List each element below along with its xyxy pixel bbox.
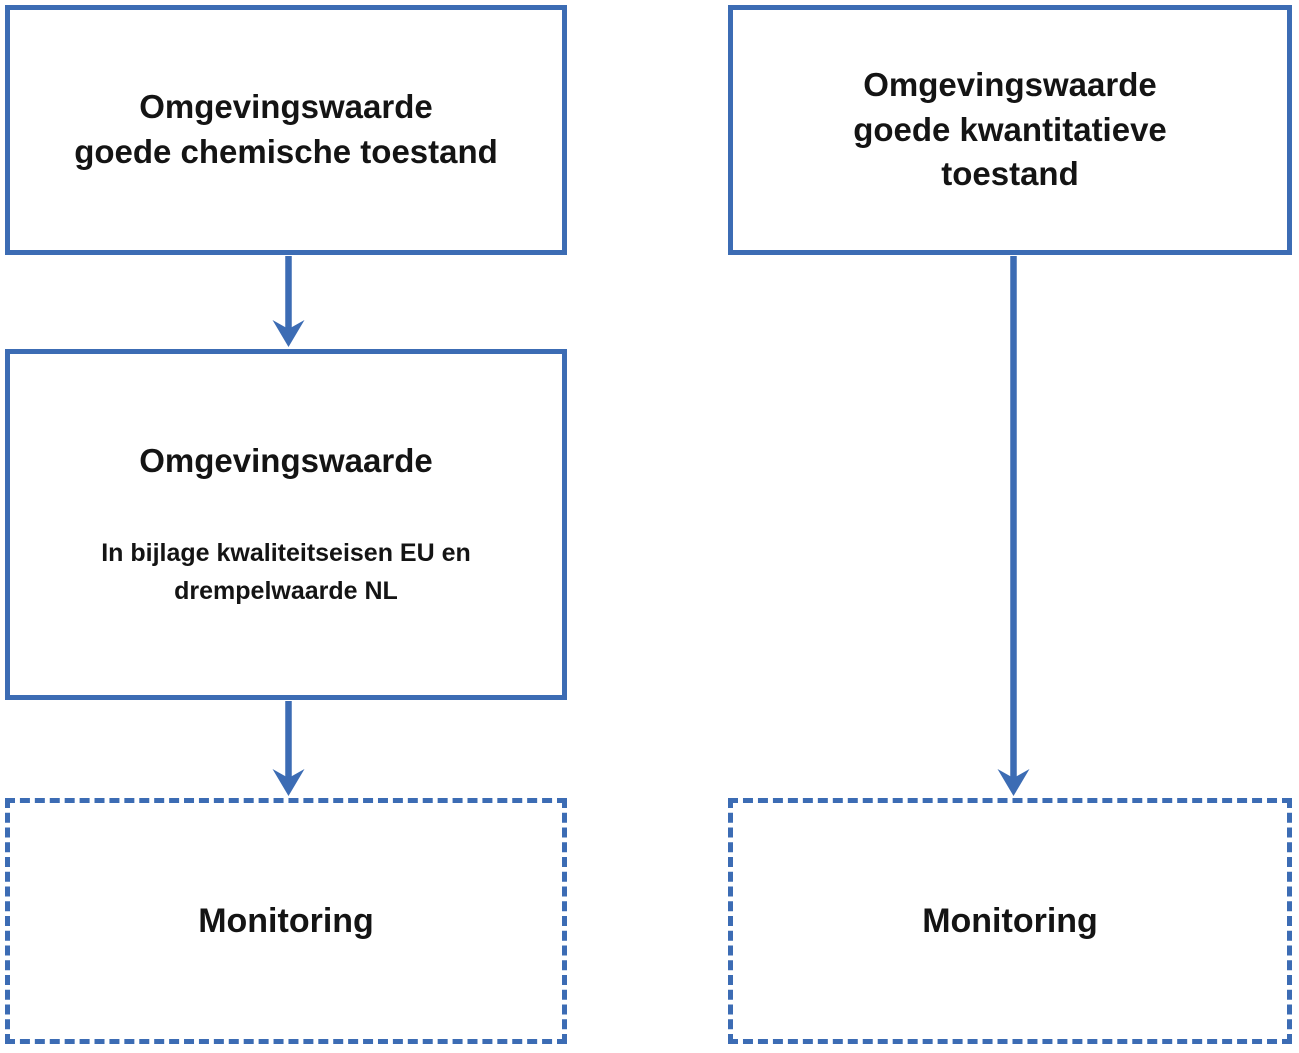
box-monitoring-right-label: Monitoring bbox=[922, 901, 1098, 940]
box-monitoring-left: Monitoring bbox=[5, 798, 567, 1044]
box-monitoring-left-label: Monitoring bbox=[198, 901, 374, 940]
box-omgevingswaarde-bijlage-title: Omgevingswaarde bbox=[139, 441, 433, 479]
box-omgevingswaarde-kwantitatieve-toestand-label: Omgevingswaarde goede kwantitatieve toes… bbox=[853, 65, 1167, 193]
down-arrow-icon-right-top-to-monitoring bbox=[997, 256, 1030, 796]
down-arrow-icon-left-middle-to-monitoring bbox=[272, 701, 305, 796]
box-monitoring-right: Monitoring bbox=[728, 798, 1292, 1044]
box-omgevingswaarde-bijlage: Omgevingswaarde In bijlage kwaliteitseis… bbox=[5, 349, 567, 700]
box-omgevingswaarde-chemische-toestand-label: Omgevingswaarde goede chemische toestand bbox=[74, 88, 498, 170]
down-arrow-icon-left-top-to-middle bbox=[272, 256, 305, 347]
box-omgevingswaarde-chemische-toestand: Omgevingswaarde goede chemische toestand bbox=[5, 5, 567, 255]
box-omgevingswaarde-bijlage-body: In bijlage kwaliteitseisen EU en drempel… bbox=[101, 539, 471, 605]
box-omgevingswaarde-kwantitatieve-toestand: Omgevingswaarde goede kwantitatieve toes… bbox=[728, 5, 1292, 255]
